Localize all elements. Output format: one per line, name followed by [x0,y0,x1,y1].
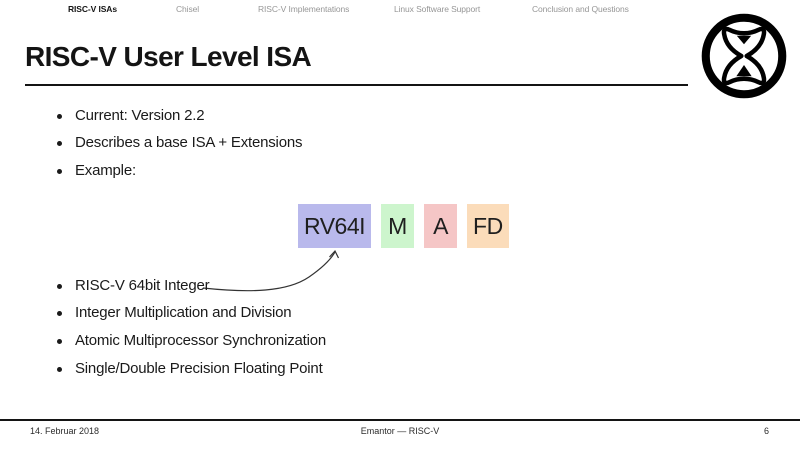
bullet-text: RISC-V 64bit Integer [75,277,210,294]
annotation-arrow-icon [202,249,340,292]
bullet-64bit-integer: RISC-V 64bit Integer [57,277,210,294]
bullet-mul-div: Integer Multiplication and Division [57,304,292,321]
bullet-atomic: Atomic Multiprocessor Synchronization [57,332,326,349]
isa-box-rv64i: RV64I [298,204,372,248]
nav-item-linux-support[interactable]: Linux Software Support [394,4,481,14]
bullet-dot-icon [57,141,62,146]
isa-box-m: M [381,204,415,248]
nav-item-implementations[interactable]: RISC-V Implementations [258,4,350,14]
nav-item-conclusion[interactable]: Conclusion and Questions [532,4,629,14]
bullet-dot-icon [57,114,62,119]
bullet-base-isa: Describes a base ISA + Extensions [57,134,302,151]
bullet-dot-icon [57,284,62,289]
bullet-example: Example: [57,162,136,179]
bullet-dot-icon [57,311,62,316]
isa-box-a: A [424,204,458,248]
bullet-dot-icon [57,367,62,372]
isa-extension-row: RV64I M A FD [298,204,509,248]
bullet-dot-icon [57,339,62,344]
bullet-text: Describes a base ISA + Extensions [75,134,303,151]
title-divider [25,84,688,86]
footer-date: 14. Februar 2018 [30,426,100,436]
bullet-text: Example: [75,162,136,179]
nav-item-riscv-isas[interactable]: RISC-V ISAs [68,4,117,14]
bullet-text: Atomic Multiprocessor Synchronization [75,332,327,349]
hourglass-logo-icon [699,11,789,101]
bullet-current-version: Current: Version 2.2 [57,107,205,124]
footer-divider [0,419,800,421]
bullet-text: Current: Version 2.2 [75,107,205,124]
bullet-text: Single/Double Precision Floating Point [75,360,323,377]
page-title: RISC-V User Level ISA [25,41,312,72]
bullet-text: Integer Multiplication and Division [75,304,292,321]
footer-page-number: 6 [764,426,770,436]
nav-item-chisel[interactable]: Chisel [176,4,200,14]
isa-box-fd: FD [467,204,509,248]
bullet-dot-icon [57,169,62,174]
footer-author: Emantor — RISC-V [360,426,440,436]
bullet-floating-point: Single/Double Precision Floating Point [57,360,323,377]
